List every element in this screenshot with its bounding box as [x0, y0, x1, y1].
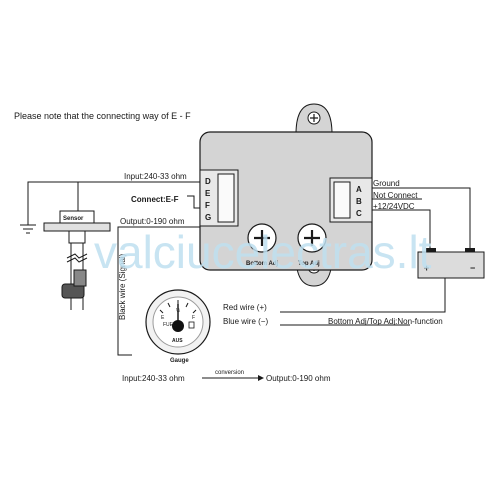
- gauge-mark-empty: E: [161, 315, 165, 321]
- gauge-hub: [172, 320, 184, 332]
- terminal-e: E: [205, 189, 211, 198]
- right-wiring: [280, 187, 471, 326]
- red-wire-label: Red wire (+): [223, 303, 267, 312]
- terminal-f: F: [205, 201, 210, 210]
- adj-note: Bottom Adj/Top Adj:Non-function: [328, 317, 443, 326]
- heading: Please note that the connecting way of E…: [14, 111, 191, 121]
- watermark: valciucelectras.lt: [94, 226, 432, 278]
- conversion-output: Output:0-190 ohm: [266, 374, 331, 383]
- conversion-input: Input:240-33 ohm: [122, 374, 185, 383]
- terminal-block-right: A B C: [329, 177, 373, 223]
- fuel-sensor: Sensor: [43, 210, 111, 310]
- terminal-b: B: [356, 197, 362, 206]
- gauge-brand: AUS: [172, 338, 183, 344]
- battery: + −: [417, 248, 485, 279]
- fuel-pump-icon: [188, 321, 195, 329]
- bottom-adj-label: Bottom Adj: [246, 261, 278, 267]
- output-label: Output:0-190 ohm: [120, 217, 185, 226]
- input-label: Input:240-33 ohm: [124, 172, 187, 181]
- terminal-block-left: D E F G: [199, 169, 239, 227]
- sensor-float: [61, 283, 85, 299]
- gauge-mark-half: ½: [176, 307, 181, 314]
- gauge-fuel-text: FUEL: [163, 322, 176, 328]
- ground-label: Ground: [373, 179, 400, 188]
- blue-wire-label: Blue wire (−): [223, 317, 268, 326]
- supply-label: +12/24VDC: [373, 202, 415, 211]
- battery-minus: −: [470, 263, 475, 273]
- connect-ef-bracket: [187, 195, 200, 209]
- black-wire-label: Black wire (Signal): [118, 253, 127, 320]
- gauge-mark-full: F: [192, 315, 195, 321]
- conversion-label: conversion: [215, 370, 244, 376]
- connect-ef-label: Connect:E-F: [131, 195, 179, 204]
- terminal-d: D: [205, 177, 211, 186]
- battery-plus: +: [424, 263, 429, 273]
- left-wiring: [20, 181, 200, 356]
- output-signal-wire: [117, 226, 200, 356]
- not-connect-label: Not Connect: [373, 191, 418, 200]
- top-adj-label: Top Adj: [298, 261, 320, 267]
- bottom-adj-knob: Bottom Adj: [246, 223, 278, 267]
- input-wire: [27, 181, 200, 225]
- fuel-gauge: E ½ F FUEL AUS Gauge: [145, 289, 211, 364]
- ground-symbol-icon: [20, 224, 36, 234]
- gauge-label: Gauge: [170, 358, 189, 364]
- supply-wire: [372, 209, 431, 250]
- ground-wire: [372, 187, 471, 250]
- terminal-c: C: [356, 209, 362, 218]
- terminal-a: A: [356, 185, 362, 194]
- red-wire: [280, 274, 446, 313]
- sensor-label: Sensor: [63, 216, 84, 222]
- top-adj-knob: Top Adj: [297, 223, 327, 267]
- terminal-g: G: [205, 213, 211, 222]
